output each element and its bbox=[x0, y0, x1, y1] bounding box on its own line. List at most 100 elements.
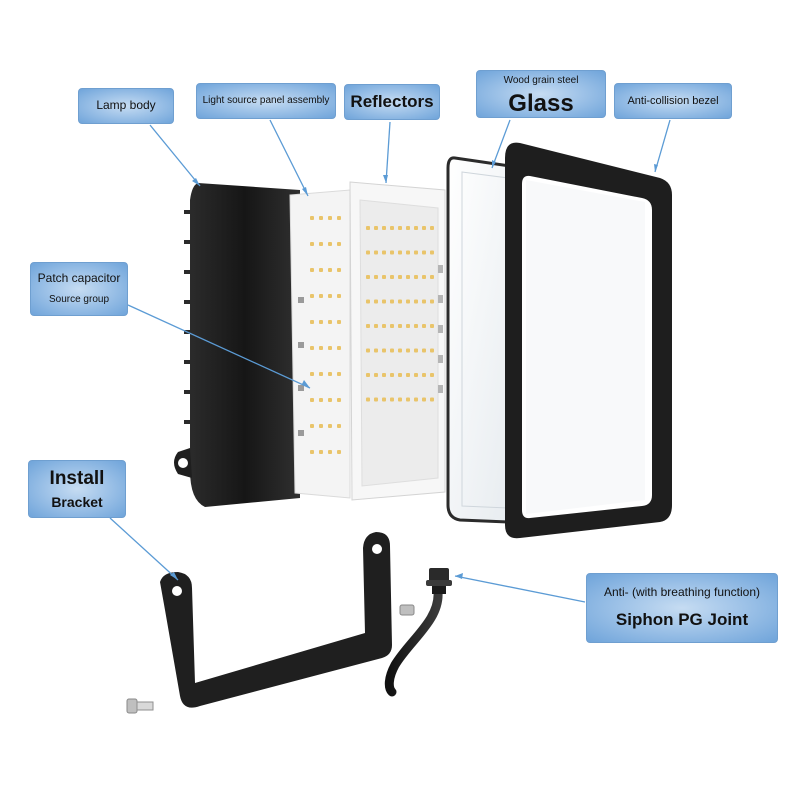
led-chip bbox=[414, 373, 418, 377]
led-chip bbox=[337, 216, 341, 220]
led-chip bbox=[414, 324, 418, 328]
light-source-panel bbox=[289, 189, 351, 499]
led-chip bbox=[414, 299, 418, 304]
led-chip bbox=[337, 294, 341, 298]
led-chip bbox=[310, 450, 314, 454]
anti-collision-bezel bbox=[505, 142, 672, 539]
label-patch-capacitor-line2: Source group bbox=[48, 294, 110, 306]
led-chip bbox=[414, 275, 418, 279]
led-chip bbox=[382, 324, 386, 328]
led-chip bbox=[319, 346, 323, 350]
led-chip bbox=[374, 324, 378, 328]
led-chip bbox=[319, 398, 323, 402]
led-chip bbox=[374, 275, 378, 279]
led-chip bbox=[319, 320, 323, 324]
led-chip bbox=[382, 299, 386, 304]
led-chip bbox=[422, 226, 426, 230]
led-chip bbox=[382, 373, 386, 377]
led-chip bbox=[328, 372, 332, 376]
screw-right bbox=[399, 604, 415, 616]
led-chip bbox=[422, 373, 426, 377]
led-chip bbox=[328, 450, 332, 454]
led-chip bbox=[366, 250, 370, 255]
led-chip bbox=[319, 450, 323, 454]
led-chip bbox=[406, 348, 410, 353]
led-chip bbox=[430, 275, 434, 279]
led-chip bbox=[366, 299, 370, 304]
led-chip bbox=[337, 424, 341, 428]
led-chip bbox=[310, 398, 314, 402]
led-chip bbox=[406, 373, 410, 377]
led-chip bbox=[366, 373, 370, 377]
label-install-line2: Bracket bbox=[51, 493, 103, 510]
reflector-side-pads bbox=[438, 265, 443, 393]
led-chip bbox=[366, 397, 370, 402]
label-siphon-pg-joint: Anti- (with breathing function) Siphon P… bbox=[586, 573, 778, 643]
led-chip bbox=[406, 324, 410, 328]
label-patch-capacitor-line1: Patch capacitor bbox=[37, 271, 121, 286]
led-chip bbox=[422, 275, 426, 279]
led-chip bbox=[328, 268, 332, 272]
led-chip bbox=[328, 242, 332, 246]
led-chip bbox=[337, 372, 341, 376]
led-chip bbox=[390, 348, 394, 353]
patch-capacitors bbox=[298, 297, 304, 436]
led-chip bbox=[319, 424, 323, 428]
led-chip bbox=[398, 275, 402, 279]
led-chip bbox=[374, 397, 378, 402]
reflector bbox=[349, 181, 446, 501]
led-chip bbox=[406, 226, 410, 230]
led-chip bbox=[310, 216, 314, 220]
led-chip bbox=[414, 226, 418, 230]
led-chip bbox=[310, 242, 314, 246]
label-siphon-line1: Anti- (with breathing function) bbox=[603, 585, 761, 600]
led-chip bbox=[390, 324, 394, 328]
led-chip bbox=[422, 250, 426, 255]
led-chip bbox=[310, 346, 314, 350]
led-chip bbox=[414, 250, 418, 255]
led-chip bbox=[328, 294, 332, 298]
label-anti-collision-bezel: Anti-collision bezel bbox=[614, 83, 732, 119]
housing-mount-lug bbox=[174, 448, 192, 478]
led-chip bbox=[398, 226, 402, 230]
led-chip bbox=[414, 397, 418, 402]
led-chip bbox=[310, 268, 314, 272]
led-chip bbox=[328, 320, 332, 324]
led-chip bbox=[390, 299, 394, 304]
led-chip bbox=[430, 226, 434, 230]
led-chip bbox=[422, 397, 426, 402]
led-chip bbox=[406, 397, 410, 402]
screw-left bbox=[126, 698, 154, 714]
led-chip bbox=[390, 397, 394, 402]
led-chip bbox=[398, 299, 402, 304]
led-chip bbox=[374, 299, 378, 304]
led-chip bbox=[382, 397, 386, 402]
led-chip bbox=[390, 275, 394, 279]
led-chip bbox=[422, 348, 426, 353]
led-chip bbox=[310, 294, 314, 298]
label-light-source-panel-text: Light source panel assembly bbox=[202, 95, 330, 107]
led-chip bbox=[337, 320, 341, 324]
led-chip bbox=[406, 250, 410, 255]
led-chip bbox=[374, 226, 378, 230]
led-chip bbox=[310, 424, 314, 428]
led-chip bbox=[398, 324, 402, 328]
led-chip bbox=[319, 268, 323, 272]
led-chip bbox=[328, 398, 332, 402]
led-chip bbox=[366, 348, 370, 353]
led-chip bbox=[382, 250, 386, 255]
led-chip bbox=[328, 216, 332, 220]
label-install-bracket: Install Bracket bbox=[28, 460, 126, 518]
label-light-source-panel: Light source panel assembly bbox=[196, 83, 336, 119]
led-chip bbox=[430, 397, 434, 402]
led-chip bbox=[430, 373, 434, 377]
led-chip bbox=[328, 424, 332, 428]
label-anti-collision-bezel-text: Anti-collision bezel bbox=[627, 94, 719, 107]
led-chip bbox=[337, 398, 341, 402]
led-chip bbox=[328, 346, 332, 350]
led-chip bbox=[430, 348, 434, 353]
led-chip bbox=[422, 324, 426, 328]
label-reflectors-text: Reflectors bbox=[350, 92, 434, 112]
led-chip bbox=[310, 372, 314, 376]
